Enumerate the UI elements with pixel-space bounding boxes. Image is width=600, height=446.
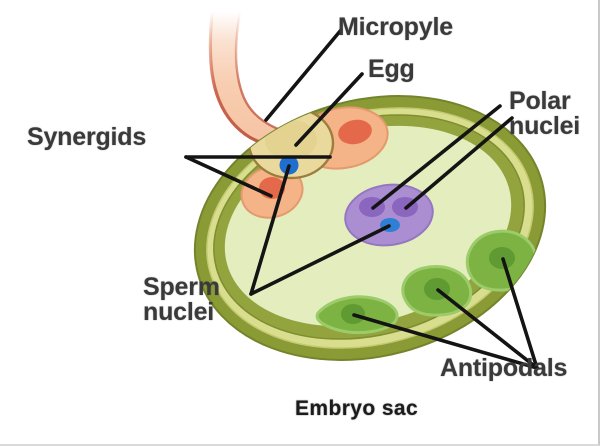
leader-sperm-b <box>249 224 391 296</box>
label-sperm-nuclei-line1: Sperm <box>143 273 220 301</box>
label-egg: Egg <box>368 55 415 83</box>
label-synergids: Synergids <box>27 123 147 151</box>
leader-lines <box>184 28 539 370</box>
leader-antipodals-c <box>352 313 539 370</box>
leader-synergids-b <box>184 155 273 198</box>
leader-antipodals-a <box>436 288 539 370</box>
label-polar-nuclei-line2: nuclei <box>509 112 581 140</box>
leader-sperm-a <box>249 164 291 296</box>
leader-egg <box>294 72 364 147</box>
leader-polar-b <box>404 116 514 210</box>
label-micropyle: Micropyle <box>338 13 453 41</box>
leader-antipodals-b <box>501 257 539 370</box>
label-antipodals: Antipodals <box>440 354 568 382</box>
synergid-upper-nucleus <box>338 119 372 145</box>
leader-micropyle <box>264 28 343 122</box>
synergid-cell-lower <box>240 165 304 219</box>
pollen-tube <box>208 11 287 146</box>
leader-polar-a <box>371 104 502 210</box>
label-polar-nuclei-line1: Polar <box>509 87 571 115</box>
label-sperm-nuclei-line2: nuclei <box>143 298 215 326</box>
figure-caption: Embryo sac <box>295 397 419 420</box>
